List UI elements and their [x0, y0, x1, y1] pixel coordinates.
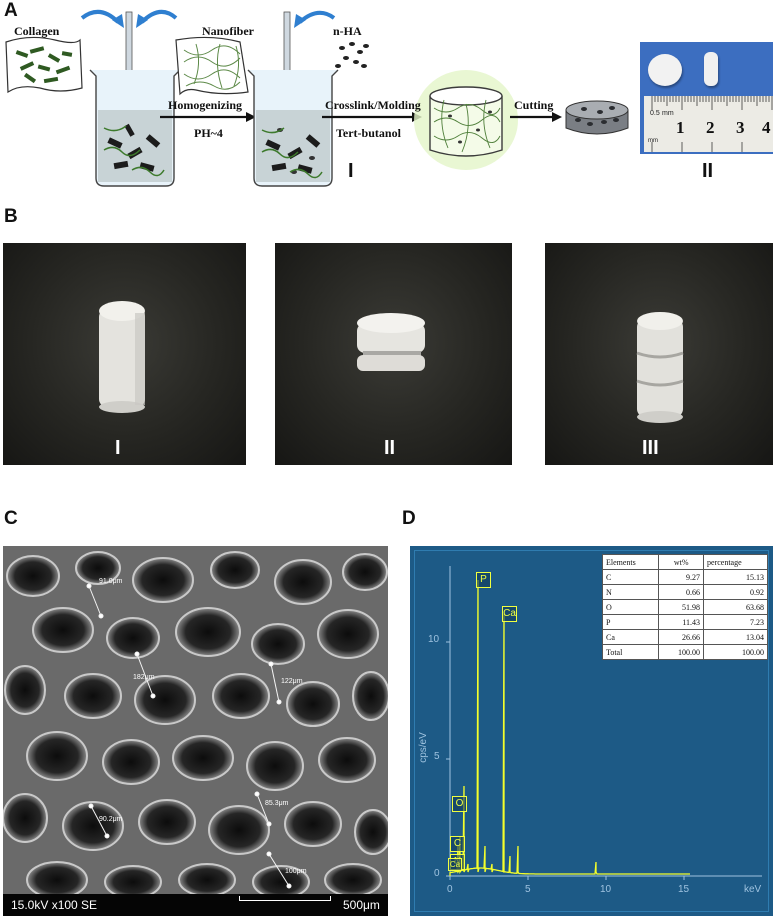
table-cell: 51.98	[658, 599, 705, 615]
edx-y-axis-label: cps/eV	[417, 732, 429, 763]
table-cell: Total	[601, 644, 660, 660]
cut-disc	[565, 100, 629, 135]
edx-ytick-10: 10	[428, 634, 440, 645]
label-tert-butanol: Tert-butanol	[336, 126, 401, 140]
sem-scale-label: 500μm	[343, 898, 380, 912]
edx-ytick-0: 0	[434, 868, 440, 879]
scaffold-cylinder	[414, 70, 518, 170]
table-cell: 7.23	[703, 614, 768, 630]
sem-image: 91.0μm 182μm 122μm 90.2μm 85.3μm 100μm 1…	[3, 546, 388, 916]
sem-measure-6: 100μm	[285, 868, 307, 875]
ruler-mm-top: mm	[662, 110, 674, 117]
ruler-photo: 0.5 mm mm 1 2 3 4	[640, 42, 773, 154]
table-header-row: Elements wt% percentage	[601, 554, 768, 570]
panel-d-letter: D	[402, 508, 416, 529]
panel-b-letter: B	[4, 206, 18, 227]
table-cell: 26.66	[658, 629, 705, 645]
arrow-nha	[298, 10, 336, 24]
table-cell: 15.13	[703, 569, 768, 585]
arrow-collagen	[80, 10, 120, 24]
table-cell: 100.00	[703, 644, 768, 660]
edx-xtick-10: 10	[600, 884, 612, 895]
edx-xtick-5: 5	[525, 884, 531, 895]
photo-sample-i: I	[3, 243, 246, 465]
edx-x-unit: keV	[744, 884, 762, 895]
table-cell: 0.92	[703, 584, 768, 600]
table-cell: N	[601, 584, 660, 600]
scaffold-disc-top	[648, 54, 682, 86]
table-cell: 13.04	[703, 629, 768, 645]
label-collagen: Collagen	[14, 24, 60, 38]
label-sample-ii: II	[384, 437, 396, 459]
sem-info-bar: 15.0kV x100 SE 500μm	[3, 894, 388, 916]
table-cell: C	[601, 569, 660, 585]
label-cutting: Cutting	[514, 98, 554, 112]
table-cell: Ca	[601, 629, 660, 645]
ruler: 0.5 mm mm 1 2 3 4	[644, 96, 773, 152]
edx-ytick-5: 5	[434, 751, 440, 762]
table-cell: 0.66	[658, 584, 705, 600]
collagen-sheet	[5, 36, 83, 94]
panel-c-letter: C	[4, 508, 18, 529]
table-cell: 9.27	[658, 569, 705, 585]
beaker-1	[89, 11, 181, 187]
label-nanofiber: Nanofiber	[202, 24, 254, 38]
table-header: wt%	[658, 554, 705, 570]
sem-scale-bar	[239, 896, 331, 901]
scaffold-disc-side	[704, 52, 718, 86]
label-ph: PH~4	[194, 126, 223, 140]
table-cell: 100.00	[658, 644, 705, 660]
edx-peak-ca: Ca	[502, 606, 517, 622]
edx-plot	[446, 566, 762, 880]
edx-peak-p: P	[476, 572, 491, 588]
edx-xtick-0: 0	[447, 884, 453, 895]
label-roman-ii-a: II	[702, 160, 714, 182]
panel-a-schematic	[5, 10, 629, 187]
sem-measure-5: 85.3μm	[265, 800, 289, 807]
ruler-number-3: 3	[736, 118, 745, 137]
sem-measure-2: 182μm	[133, 674, 155, 681]
label-homogenizing: Homogenizing	[168, 98, 242, 112]
panel-a-letter: A	[4, 0, 18, 21]
label-sample-i: I	[115, 437, 121, 459]
sem-acquisition-info: 15.0kV x100 SE	[11, 898, 98, 912]
table-header: Elements	[601, 554, 660, 570]
beaker-2	[247, 11, 339, 187]
edx-peak-o: O	[452, 796, 467, 812]
table-cell: O	[601, 599, 660, 615]
table-header: percentage	[703, 554, 768, 570]
photo-sample-iii: III	[545, 243, 773, 465]
label-crosslink: Crosslink/Molding	[325, 98, 421, 112]
photo-sample-ii: II	[275, 243, 512, 465]
ruler-mm-bottom: mm	[648, 138, 658, 144]
ruler-number-1: 1	[676, 118, 685, 137]
table-cell: P	[601, 614, 660, 630]
edx-peak-c: C	[450, 836, 465, 852]
label-sample-iii: III	[642, 437, 659, 459]
label-nha: n-HA	[333, 24, 362, 38]
sem-measure-3: 122μm	[281, 678, 303, 685]
nanofiber-sheet	[175, 36, 249, 96]
table-cell: 11.43	[658, 614, 705, 630]
edx-spectrum: cps/eV 0 5 10 0 5 10 15 keV P Ca O C N C…	[410, 546, 773, 916]
sem-measure-4: 90.2μm	[99, 816, 123, 823]
ruler-number-2: 2	[706, 118, 715, 137]
nha-particles	[335, 42, 369, 68]
ruler-mark: 0.5	[650, 110, 660, 117]
edx-frame	[414, 550, 769, 912]
edx-xtick-15: 15	[678, 884, 690, 895]
ruler-number-4: 4	[762, 118, 771, 137]
edx-peak-ca-low: Ca	[448, 858, 462, 871]
sem-measure-1: 91.0μm	[99, 578, 123, 585]
label-roman-i-a: I	[348, 160, 354, 182]
table-cell: 63.68	[703, 599, 768, 615]
